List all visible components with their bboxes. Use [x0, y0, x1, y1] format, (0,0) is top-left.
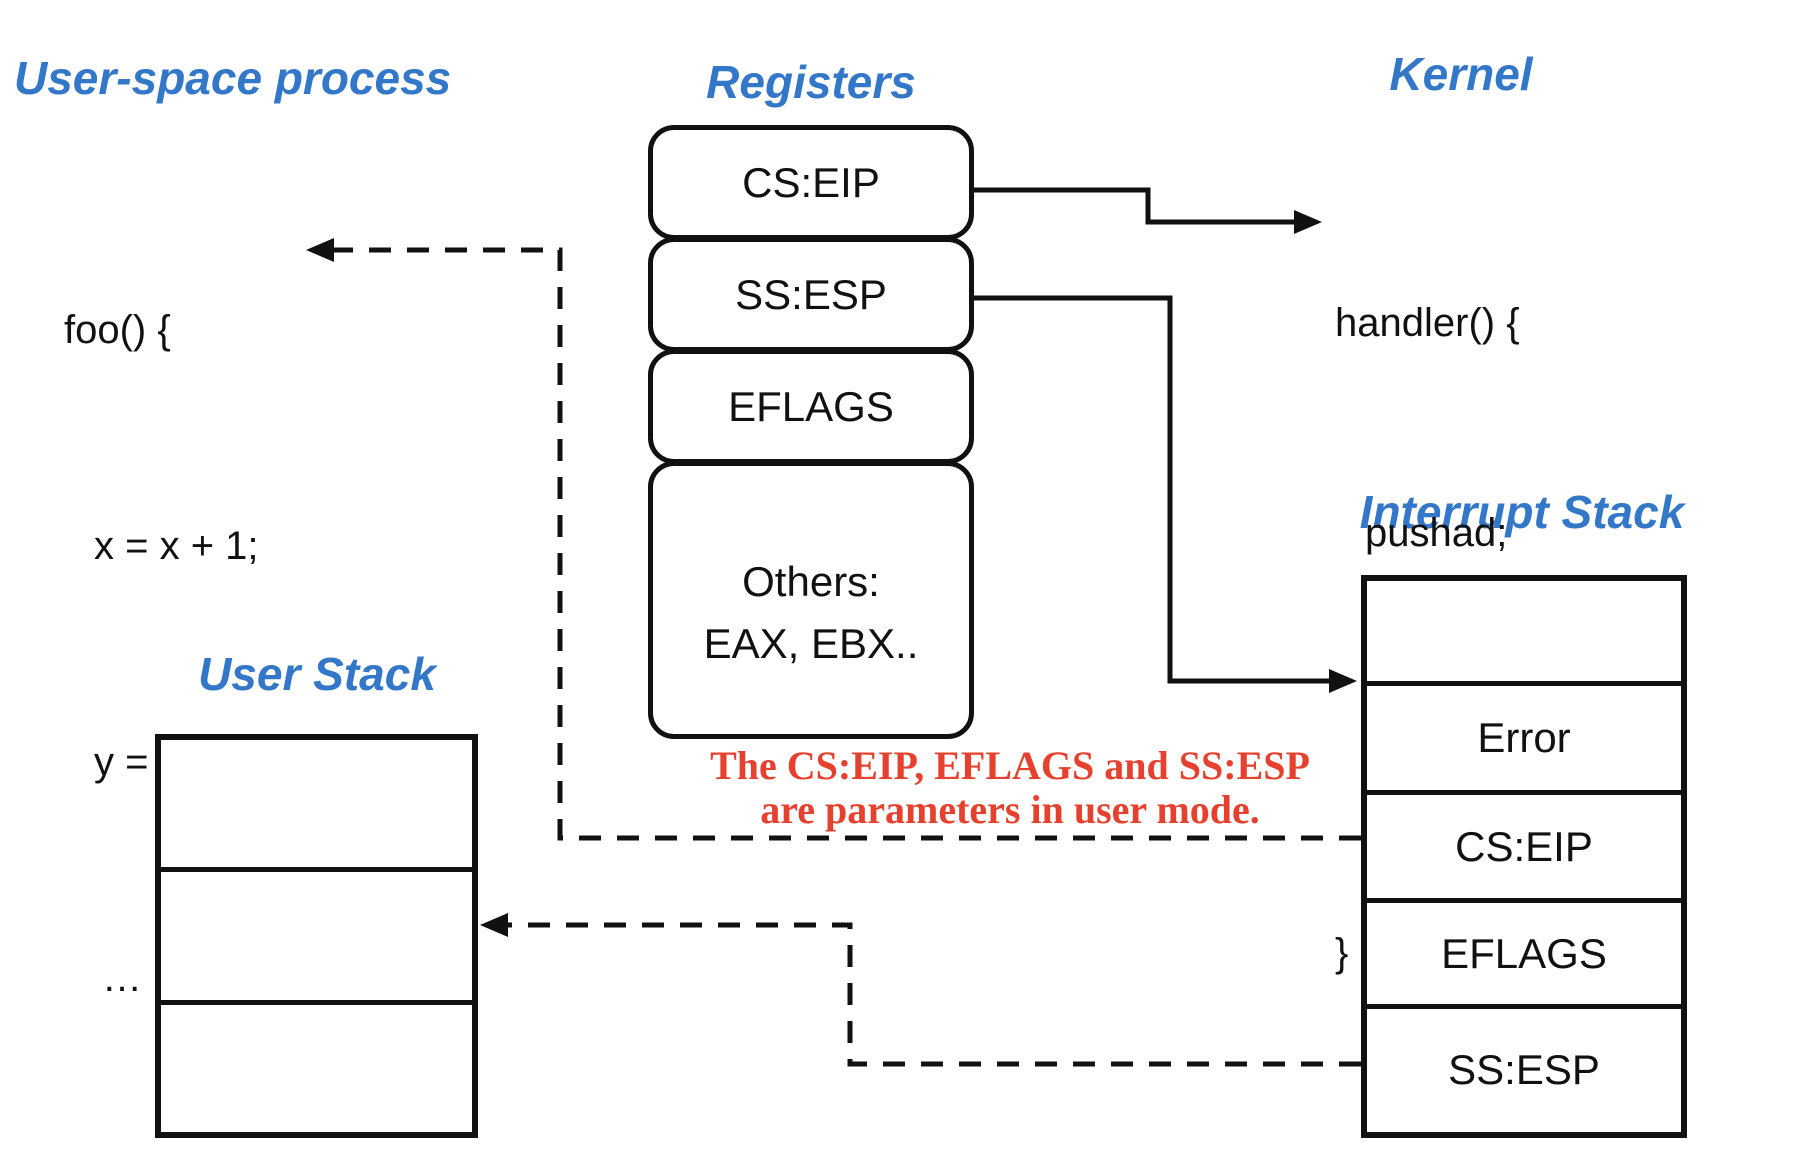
user-stack-row	[161, 1005, 472, 1132]
heading-user-space-process: User-space process	[14, 52, 452, 104]
register-box-cseip: CS:EIP	[648, 125, 974, 240]
note-line: are parameters in user mode.	[760, 787, 1260, 832]
interrupt-stack-row-ssesp: SS:ESP	[1448, 1046, 1600, 1094]
register-label: SS:ESP	[735, 270, 887, 318]
user-stack-row	[161, 740, 472, 873]
note-parameters-user-mode: The CS:EIP, EFLAGS and SS:ESP are parame…	[700, 744, 1320, 832]
register-box-eflags: EFLAGS	[648, 349, 974, 464]
registers-column: CS:EIP SS:ESP EFLAGS Others: EAX, EBX..	[648, 125, 974, 739]
interrupt-stack-row-eflags: EFLAGS	[1367, 903, 1681, 1009]
code-line-handler: handler() {	[1335, 301, 1520, 345]
heading-kernel: Kernel	[1389, 48, 1533, 100]
interrupt-stack-row-empty	[1367, 581, 1681, 686]
interrupt-stack-row-cseip: CS:EIP	[1367, 795, 1681, 904]
arrow-interrupt-ssesp-to-user-stack	[480, 913, 1361, 1067]
arrow-ssesp-register-to-interrupt-stack	[974, 295, 1357, 693]
interrupt-stack-row-error: Error	[1367, 686, 1681, 795]
code-line-ellipsis: …	[102, 956, 142, 1000]
register-box-ssesp: SS:ESP	[648, 237, 974, 352]
register-box-others: Others: EAX, EBX..	[648, 461, 974, 739]
register-label: EAX, EBX..	[703, 620, 919, 667]
interrupt-stack-box: Error CS:EIP EFLAGS SS:ESP	[1361, 575, 1687, 1138]
note-line: The CS:EIP, EFLAGS and SS:ESP	[710, 743, 1310, 788]
register-label: CS:EIP	[742, 158, 880, 206]
register-label: EFLAGS	[728, 382, 894, 430]
heading-registers: Registers	[706, 56, 916, 108]
code-line-pushad: pushad;	[1365, 511, 1508, 555]
user-stack-box	[155, 734, 478, 1138]
user-code-block: foo() { x = x + 1; y = x + 2; … }	[64, 150, 259, 1156]
code-line-x-assign: x = x + 1;	[94, 524, 259, 568]
heading-interrupt-stack: Interrupt Stack	[1359, 486, 1685, 538]
code-line-foo: foo() {	[64, 308, 171, 352]
heading-user-stack: User Stack	[198, 648, 436, 700]
user-stack-row	[161, 872, 472, 1005]
code-line-kernel-close-brace: }	[1335, 931, 1349, 975]
arrow-cseip-register-to-kernel	[974, 187, 1322, 234]
register-label: Others:	[742, 558, 880, 605]
